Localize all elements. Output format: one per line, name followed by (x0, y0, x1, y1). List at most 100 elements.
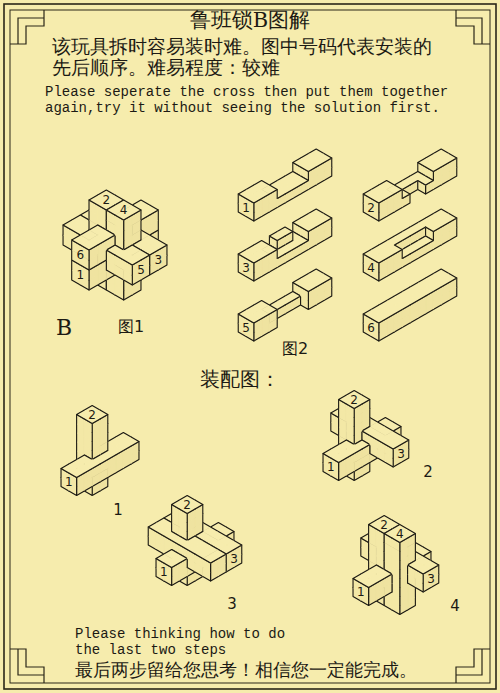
block-edge (426, 214, 434, 219)
block-edge (179, 577, 187, 582)
block-edge (339, 472, 347, 481)
block-edge (394, 185, 402, 194)
block-edge (415, 543, 416, 552)
block-edge (346, 472, 354, 477)
block-edge (338, 418, 339, 427)
block-edge (331, 409, 339, 418)
block-edge (331, 445, 339, 450)
figure-letter: B (56, 316, 72, 340)
block-edge (203, 541, 211, 546)
block-edge (84, 487, 92, 492)
callout-number: 3 (427, 573, 435, 585)
block-edge (316, 181, 324, 186)
block-edge (115, 255, 124, 260)
block-edge (399, 597, 400, 606)
figure-label: 图1 (118, 318, 144, 336)
figure-label: 图2 (282, 340, 308, 358)
block-edge (269, 245, 277, 254)
block-edge (141, 250, 150, 260)
callout-number: 5 (137, 264, 145, 276)
block-edge (449, 274, 457, 283)
block-edge (92, 442, 93, 451)
block-edge (301, 274, 309, 279)
block-edge (148, 523, 156, 532)
block-edge (116, 433, 132, 438)
block-edge (218, 532, 226, 537)
callout-number: 1 (357, 586, 365, 598)
block-edge (141, 215, 150, 220)
block-face (426, 163, 442, 172)
block-edge (76, 442, 77, 451)
block-edge (410, 283, 418, 288)
block-edge (238, 310, 246, 319)
block-edge (362, 427, 370, 436)
block-edge (132, 200, 149, 205)
block-edge (77, 487, 85, 496)
callout-number: 2 (367, 202, 375, 214)
block-edge (392, 606, 400, 615)
block-edge (378, 440, 386, 445)
block-edge (316, 223, 324, 228)
block-edge (385, 427, 393, 432)
block-edge (418, 158, 426, 167)
block-edge (150, 235, 159, 240)
block-edge (150, 205, 159, 215)
block-edge (379, 181, 395, 186)
block-edge (379, 272, 387, 281)
block-edge (316, 163, 324, 168)
block-edge (433, 209, 449, 214)
block-edge (379, 241, 387, 246)
block-edge (131, 437, 139, 446)
block-edge (301, 154, 309, 159)
block-edge (254, 212, 262, 221)
block-edge (433, 287, 441, 292)
block-edge (354, 418, 355, 427)
block-edge (195, 554, 203, 559)
block-edge (394, 310, 402, 315)
block-edge (410, 172, 426, 177)
block-edge (187, 577, 195, 586)
callout-number: 2 (380, 519, 388, 531)
block-edge (387, 314, 395, 319)
note-text: 最后两步留给您思考！相信您一定能完成。 (75, 660, 417, 680)
block-edge (172, 500, 180, 509)
step-number: 3 (227, 597, 237, 612)
block-edge (89, 260, 98, 270)
callout-number: 3 (154, 254, 162, 266)
block-edge (324, 274, 332, 283)
puzzle-figure (238, 149, 332, 221)
callout-number: 6 (367, 322, 375, 334)
block-edge (423, 556, 431, 561)
puzzle-figure (323, 391, 409, 481)
block-edge (426, 154, 434, 159)
block-edge (418, 314, 426, 319)
block-edge (426, 292, 434, 297)
callout-number: 6 (77, 249, 85, 261)
block-edge (72, 235, 81, 245)
block-edge (415, 588, 416, 597)
block-edge (76, 433, 77, 442)
block-edge (262, 314, 270, 319)
block-edge (369, 520, 377, 529)
block-edge (387, 212, 395, 217)
block-edge (116, 469, 124, 474)
block-edge (92, 487, 100, 496)
block-edge (211, 523, 227, 528)
block-edge (418, 176, 434, 185)
callout-number: 1 (160, 566, 168, 578)
block-edge (418, 218, 426, 223)
callout-number: 2 (183, 499, 191, 511)
block-edge (123, 280, 124, 290)
callout-number: 1 (77, 269, 85, 281)
block-edge (441, 301, 449, 306)
block-edge (108, 473, 116, 478)
puzzle-figure (238, 269, 332, 341)
block-edge (387, 296, 395, 301)
block-edge (98, 280, 107, 285)
block-edge (254, 181, 270, 186)
block-edge (301, 214, 309, 219)
block-edge (72, 230, 81, 235)
block-edge (418, 278, 426, 283)
block-edge (156, 532, 164, 537)
block-edge (324, 214, 332, 223)
